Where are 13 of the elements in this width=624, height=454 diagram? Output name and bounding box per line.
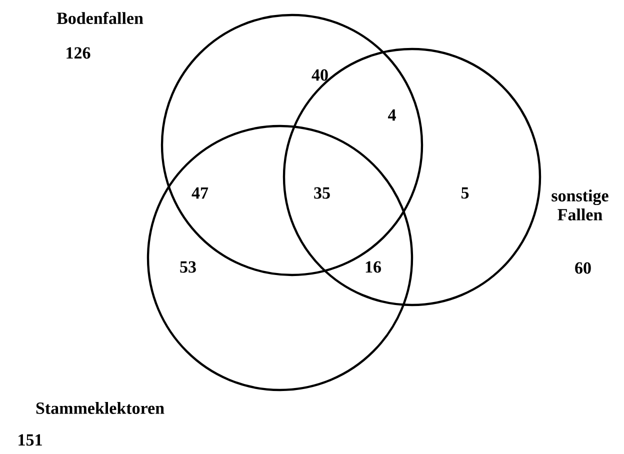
- region-count: 16: [366, 261, 381, 273]
- region-count: 40: [312, 69, 328, 81]
- region-count: 4: [388, 109, 396, 121]
- region-count: 47: [192, 187, 208, 199]
- region-count: 5: [461, 187, 469, 199]
- node-label: Stammeklektoren: [36, 402, 164, 414]
- region-count: 35: [314, 187, 330, 199]
- node-label: 151: [18, 434, 42, 446]
- node-label: Bodenfallen: [56, 12, 144, 24]
- region-count: 53: [180, 261, 196, 273]
- node-label: sonstige Fallen: [552, 190, 608, 220]
- node-label: 60: [575, 262, 591, 274]
- node-label: 126: [66, 47, 90, 59]
